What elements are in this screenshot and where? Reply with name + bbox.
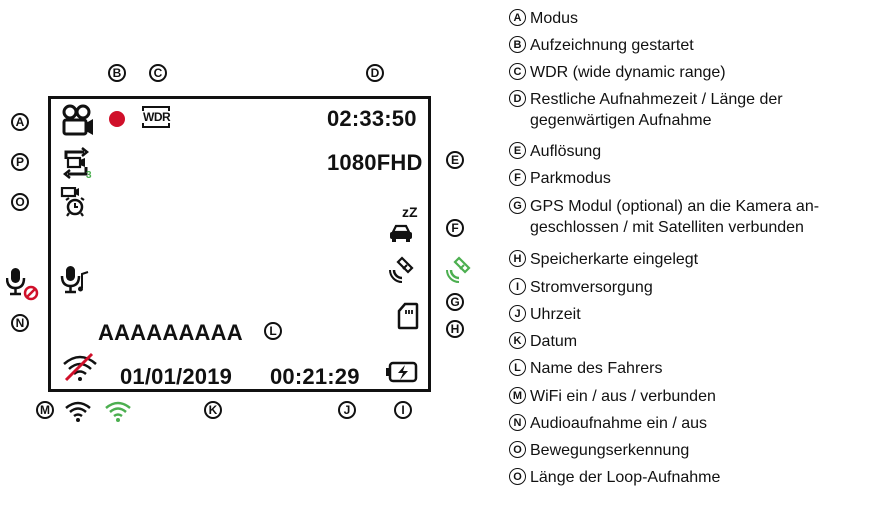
date-readout: 01/01/2019 xyxy=(120,364,233,389)
gps-connected-icon xyxy=(446,256,471,283)
callout-k: K xyxy=(204,401,222,419)
legend-text: Restliche Aufnahmezeit / Länge der gegen… xyxy=(530,91,783,129)
wifi-icon xyxy=(65,401,91,422)
wdr-label: WDR xyxy=(143,110,171,124)
remaining-time-readout: 02:33:50 xyxy=(327,106,417,131)
microphone-icon xyxy=(60,266,89,294)
legend-text: WiFi ein / aus / verbunden xyxy=(530,388,716,405)
legend-text: GPS Modul (optional) an die Kamera an- g… xyxy=(530,198,820,236)
legend-letter: O xyxy=(509,441,526,458)
callout-l: L xyxy=(264,322,282,340)
callout-m: M xyxy=(36,401,54,419)
legend-letter: I xyxy=(509,278,526,295)
legend-letter: C xyxy=(509,63,526,80)
callout-a: A xyxy=(11,113,29,131)
sd-card-icon xyxy=(397,302,419,330)
callout-c: C xyxy=(149,64,167,82)
legend-letter: H xyxy=(509,250,526,267)
parking-mode-icon: zZ xyxy=(388,204,430,244)
microphone-off-icon xyxy=(6,268,39,301)
callout-d: D xyxy=(366,64,384,82)
legend-letter: M xyxy=(509,387,526,404)
legend-letter: A xyxy=(509,9,526,26)
legend-text: Bewegungserkennung xyxy=(530,442,690,459)
time-readout: 00:21:29 xyxy=(270,364,360,389)
legend-letter: L xyxy=(509,359,526,376)
svg-text:3: 3 xyxy=(86,170,92,179)
legend-text: Speicherkarte eingelegt xyxy=(530,251,699,268)
callout-h: H xyxy=(446,320,464,338)
record-dot-icon xyxy=(109,111,125,127)
legend-letter: D xyxy=(509,90,526,107)
wifi-off-icon xyxy=(63,352,97,382)
legend-letter: J xyxy=(509,305,526,322)
legend-text: Modus xyxy=(530,10,579,27)
loop-recording-icon: 3 xyxy=(62,147,92,179)
callout-e: E xyxy=(446,151,464,169)
wifi-connected-icon xyxy=(105,401,131,422)
legend-letter: F xyxy=(509,169,526,186)
display-screen xyxy=(48,96,431,392)
legend-text: WDR (wide dynamic range) xyxy=(530,64,726,81)
legend-text: Aufzeichnung gestartet xyxy=(530,37,694,54)
legend-text: Stromversorgung xyxy=(530,279,653,296)
legend-letter: B xyxy=(509,36,526,53)
legend-letter: G xyxy=(509,197,526,214)
legend-letter: N xyxy=(509,414,526,431)
legend-text: Parkmodus xyxy=(530,170,611,187)
wdr-icon: WDR xyxy=(140,104,172,130)
callout-p: P xyxy=(11,153,29,171)
callout-i: I xyxy=(394,401,412,419)
legend-text: Datum xyxy=(530,333,578,350)
legend-text: Länge der Loop-Aufnahme xyxy=(530,469,721,486)
power-icon xyxy=(386,361,418,383)
legend-letter: O xyxy=(509,468,526,485)
legend-letter: E xyxy=(509,142,526,159)
callout-f: F xyxy=(446,219,464,237)
gps-icon xyxy=(389,256,414,283)
camera-mode-icon xyxy=(62,104,93,136)
legend-text: Auflösung xyxy=(530,143,602,160)
callout-j: J xyxy=(338,401,356,419)
driver-name-readout: AAAAAAAAA xyxy=(98,320,243,345)
callout-g: G xyxy=(446,293,464,311)
legend-text: Name des Fahrers xyxy=(530,360,663,377)
callout-b: B xyxy=(108,64,126,82)
legend-text: Uhrzeit xyxy=(530,306,581,323)
motion-detection-icon xyxy=(60,187,85,217)
callout-o: O xyxy=(11,193,29,211)
resolution-readout: 1080FHD xyxy=(327,150,423,175)
sleep-label: zZ xyxy=(402,204,418,220)
callout-n: N xyxy=(11,314,29,332)
legend-text: Audioaufnahme ein / aus xyxy=(530,415,708,432)
dashcam-display-diagram: A B C D E F G H I J K L M N O P 02:33:50… xyxy=(6,64,471,422)
legend-letter: K xyxy=(509,332,526,349)
